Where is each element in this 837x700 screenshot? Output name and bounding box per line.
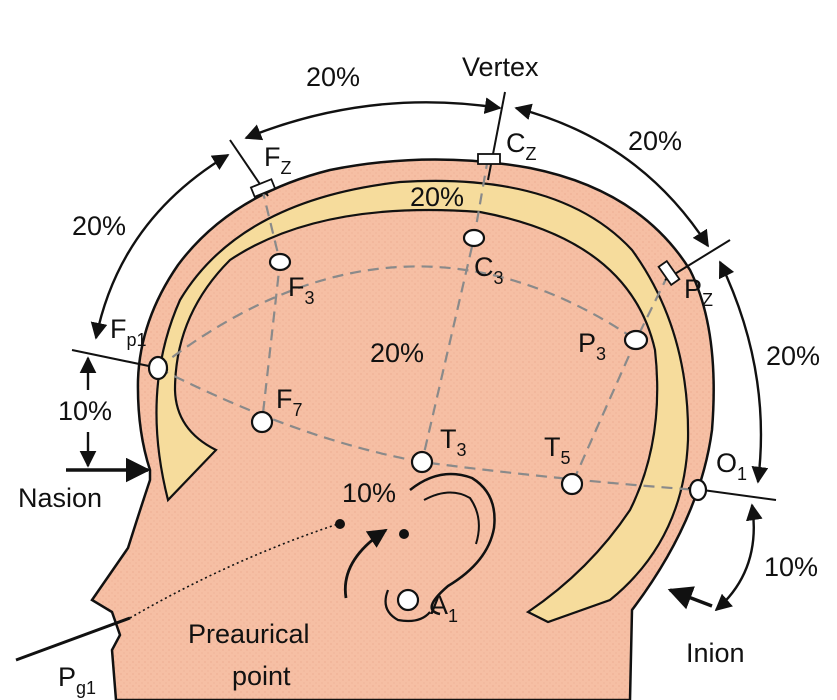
arc-o1-inion <box>716 505 754 610</box>
cz-marker <box>478 154 500 164</box>
electrode-t5 <box>562 474 582 494</box>
electrode-p3 <box>625 331 647 349</box>
label-pg1: Pg1 <box>58 662 96 698</box>
preauricular-label-line2: point <box>232 661 291 691</box>
pct-c3-t3: 20% <box>370 338 424 368</box>
pct-fp-fz: 20% <box>72 211 126 241</box>
electrode-a1 <box>398 590 418 610</box>
electrode-fp1 <box>149 357 167 379</box>
inion-label: Inion <box>686 638 745 668</box>
electrode-f7 <box>252 412 272 432</box>
label-cz: CZ <box>506 128 537 164</box>
arc-fz-cz <box>246 102 500 138</box>
label-fz: FZ <box>264 142 292 178</box>
preauricular-point-dot <box>399 529 409 539</box>
electrode-t3 <box>412 452 432 472</box>
vertex-label: Vertex <box>462 52 539 82</box>
inion-pointer <box>670 590 712 606</box>
pct-cz-pz: 20% <box>628 126 682 156</box>
label-o1: O1 <box>716 448 747 484</box>
preauricular-label-line1: Preaurical <box>188 619 310 649</box>
pct-nasion-fp: 10% <box>58 396 112 426</box>
pct-t3-preaur: 10% <box>342 478 396 508</box>
pct-fz-cz: 20% <box>306 62 360 92</box>
label-fp1: Fp1 <box>110 314 147 350</box>
pct-pz-o1: 20% <box>766 341 820 371</box>
pg1-dot <box>335 519 345 529</box>
pct-o1-inion: 10% <box>764 552 818 582</box>
electrode-o1 <box>690 480 706 500</box>
nasion-label: Nasion <box>18 483 102 513</box>
electrode-f3 <box>270 254 290 270</box>
electrode-c3 <box>464 230 484 246</box>
pct-vertex-c3: 20% <box>410 182 464 212</box>
